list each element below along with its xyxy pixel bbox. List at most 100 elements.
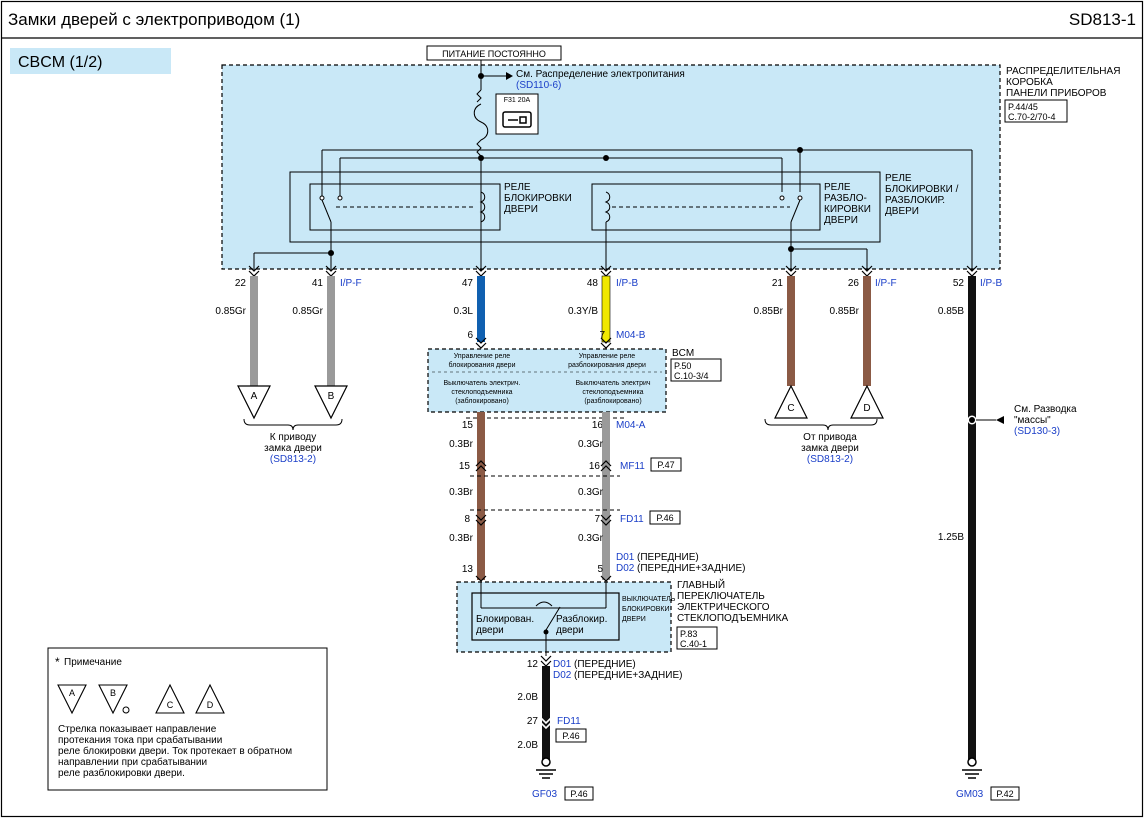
relay-group-label-3: РАЗБЛОКИР. bbox=[885, 195, 945, 206]
bus-dot-3 bbox=[797, 147, 803, 153]
connector-m04a[interactable]: M04-A bbox=[616, 420, 646, 431]
bus-dot-1 bbox=[478, 155, 484, 161]
switch-lock-2: двери bbox=[476, 625, 504, 636]
switch-side-3: ДВЕРИ bbox=[622, 616, 646, 623]
connector-fd11b bbox=[540, 717, 552, 730]
connector-ipf-2[interactable]: I/P-F bbox=[875, 278, 897, 289]
connector-ipf-1[interactable]: I/P-F bbox=[340, 278, 362, 289]
connector-d01b[interactable]: D01 bbox=[553, 659, 572, 670]
connector-m04b[interactable]: M04-B bbox=[616, 330, 646, 341]
connector-mf11-ref-box bbox=[650, 457, 682, 472]
output-right-text-2: замка двери bbox=[801, 443, 859, 454]
ground-ref-link[interactable]: (SD130-3) bbox=[1014, 426, 1060, 437]
pin-15a: 15 bbox=[462, 420, 474, 431]
bcm-sw-unlock-2: стеклоподъемника bbox=[582, 389, 643, 396]
connector-bcm-top bbox=[475, 337, 612, 349]
connector-fd11-ref: P.46 bbox=[656, 513, 673, 523]
wire-48-spec: 0.3Y/B bbox=[568, 306, 598, 317]
connector-d02[interactable]: D02 bbox=[616, 563, 635, 574]
bcm-lock-ctrl-2: блокирования двери bbox=[449, 361, 516, 369]
switch-side-2: БЛОКИРОВКИ bbox=[622, 606, 669, 613]
pin-52: 52 bbox=[953, 278, 965, 289]
door-lock-switch-icon bbox=[535, 601, 561, 631]
output-right-link[interactable]: (SD813-2) bbox=[807, 454, 853, 465]
pin-8: 8 bbox=[464, 514, 470, 525]
note-c-label: C bbox=[167, 700, 174, 710]
output-left-text-1: К приводу bbox=[270, 432, 317, 443]
main-switch-label-3: ЭЛЕКТРИЧЕСКОГО bbox=[677, 602, 770, 613]
connector-d02b[interactable]: D02 bbox=[553, 670, 572, 681]
note-b-label: B bbox=[110, 688, 116, 698]
ground-ref-text-2: "массы" bbox=[1014, 415, 1051, 426]
connector-ipb-1[interactable]: I/P-B bbox=[616, 278, 639, 289]
output-left-link[interactable]: (SD813-2) bbox=[270, 454, 316, 465]
note-a-label: A bbox=[69, 688, 75, 698]
output-c-icon bbox=[774, 384, 808, 419]
power-ref-arrow-icon bbox=[506, 72, 513, 80]
output-a-icon bbox=[237, 385, 271, 420]
junction-box bbox=[221, 64, 1001, 270]
pin-48: 48 bbox=[587, 278, 599, 289]
note-box bbox=[47, 647, 328, 791]
pin-13: 13 bbox=[462, 564, 474, 575]
connector-d01[interactable]: D01 bbox=[616, 552, 635, 563]
note-b-icon bbox=[98, 684, 128, 715]
note-d-icon bbox=[195, 683, 225, 714]
ground-gm03-icon bbox=[962, 757, 982, 779]
main-switch-ref-1: P.83 bbox=[680, 629, 697, 639]
bcm-name: BCM bbox=[672, 348, 694, 359]
switch-unlock-2: двери bbox=[556, 625, 584, 636]
connector-d01-text: (ПЕРЕДНИЕ) bbox=[637, 552, 699, 563]
lock-relay-label-2: БЛОКИРОВКИ bbox=[504, 193, 572, 204]
wire-52-spec: 0.85B bbox=[938, 306, 964, 317]
wire-16b-spec: 0.3Gr bbox=[578, 487, 604, 498]
unlock-relay-label-2: РАЗБЛО- bbox=[824, 193, 867, 204]
connector-fd11-ref-box bbox=[649, 510, 681, 525]
junction-box-ref-2: C.70-2/70-4 bbox=[1008, 112, 1056, 122]
bcm-sw-lock-1: Выключатель электрич. bbox=[443, 380, 520, 387]
connector-ipb-2[interactable]: I/P-B bbox=[980, 278, 1003, 289]
section-label: CBCM (1/2) bbox=[18, 54, 102, 71]
bcm-sw-unlock-3: (разблокировано) bbox=[584, 397, 641, 405]
pin-15b: 15 bbox=[459, 461, 471, 472]
output-d-icon bbox=[850, 384, 884, 419]
ground-gm03-label[interactable]: GM03 bbox=[956, 789, 984, 800]
pin-16b: 16 bbox=[589, 461, 601, 472]
note-text-5: реле разблокировки двери. bbox=[58, 767, 185, 779]
note-title: Примечание bbox=[64, 657, 122, 668]
relay-group-label-4: ДВЕРИ bbox=[885, 206, 919, 217]
lock-relay-box bbox=[309, 183, 501, 231]
bus-dot-2 bbox=[603, 155, 609, 161]
unlock-relay-box bbox=[591, 183, 821, 231]
wire-41-spec: 0.85Gr bbox=[292, 306, 323, 317]
pin-21: 21 bbox=[772, 278, 784, 289]
main-switch-label-4: СТЕКЛОПОДЪЕМНИКА bbox=[677, 613, 789, 624]
power-label: ПИТАНИЕ ПОСТОЯННО bbox=[442, 49, 546, 59]
connector-fd11b-label[interactable]: FD11 bbox=[557, 716, 581, 727]
unlock-relay-label-4: ДВЕРИ bbox=[824, 215, 858, 226]
connector-fd11-label[interactable]: FD11 bbox=[620, 514, 644, 525]
pin-12: 12 bbox=[527, 659, 539, 670]
relay-group-label-2: БЛОКИРОВКИ / bbox=[885, 184, 959, 195]
output-left-brace bbox=[243, 418, 343, 431]
main-switch-label-1: ГЛАВНЫЙ bbox=[677, 578, 725, 591]
ground-gf03-label[interactable]: GF03 bbox=[532, 789, 557, 800]
connector-mf11-label[interactable]: MF11 bbox=[620, 461, 645, 472]
wire-22-spec: 0.85Gr bbox=[215, 306, 246, 317]
wire-27-spec: 2.0B bbox=[517, 740, 538, 751]
pin-5: 5 bbox=[597, 564, 603, 575]
connector-d02b-text: (ПЕРЕДНИЕ+ЗАДНИЕ) bbox=[574, 670, 682, 681]
lock-relay-coil-icon bbox=[479, 191, 486, 223]
fuse-icon bbox=[473, 89, 489, 157]
wire-16-segment-1 bbox=[602, 412, 610, 580]
wire-26-spec: 0.85Br bbox=[830, 306, 860, 317]
pin-7b: 7 bbox=[594, 514, 600, 525]
power-ref-link[interactable]: (SD110-6) bbox=[516, 80, 561, 91]
unlock-relay-coil-icon bbox=[604, 191, 611, 223]
section-label-box bbox=[10, 48, 171, 74]
output-left-text-2: замка двери bbox=[264, 443, 322, 454]
output-b-icon bbox=[314, 385, 348, 420]
junction-box-label-1: РАСПРЕДЕЛИТЕЛЬНАЯ bbox=[1006, 66, 1120, 77]
connector-d02-text: (ПЕРЕДНИЕ+ЗАДНИЕ) bbox=[637, 563, 745, 574]
